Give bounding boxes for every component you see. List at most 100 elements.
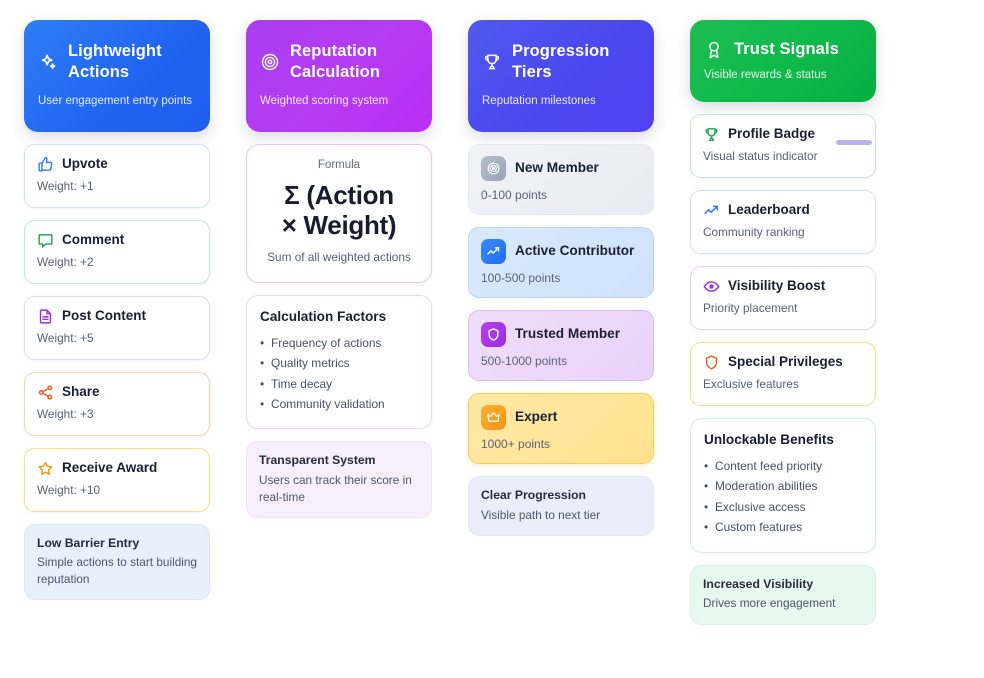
list-item: Custom features xyxy=(704,517,862,538)
list-item: Frequency of actions xyxy=(260,333,418,354)
note-transparent-system: Transparent System Users can track their… xyxy=(246,441,432,518)
target-icon xyxy=(260,52,280,72)
note-title: Transparent System xyxy=(259,453,376,468)
trust-title: Profile Badge xyxy=(728,126,816,142)
tier-points: 100-500 points xyxy=(481,271,561,285)
factors-list: Frequency of actions Quality metrics Tim… xyxy=(260,333,418,415)
header-title: Trust Signals xyxy=(734,40,839,59)
action-title: Comment xyxy=(62,231,125,247)
action-weight: Weight: +10 xyxy=(37,482,101,497)
note-subtitle: Users can track their score in real-time xyxy=(259,473,412,504)
list-item: Moderation abilities xyxy=(704,476,862,497)
sparkles-icon xyxy=(38,52,58,72)
eye-icon xyxy=(703,278,720,295)
trust-subtitle: Priority placement xyxy=(703,300,798,315)
trust-card-visibility-boost[interactable]: Visibility Boost Priority placement xyxy=(690,265,876,330)
thumbs-up-icon xyxy=(37,156,54,173)
trophy-icon xyxy=(703,126,720,143)
list-item: Exclusive access xyxy=(704,497,862,518)
note-increased-visibility: Increased Visibility Drives more engagem… xyxy=(690,564,876,625)
note-title: Clear Progression xyxy=(481,488,586,502)
column-progression-tiers: Progression Tiers Reputation milestones … xyxy=(468,20,654,537)
formula-line-2: × Weight) xyxy=(281,210,397,241)
action-card-share[interactable]: Share Weight: +3 xyxy=(24,371,210,436)
header-subtitle: Reputation milestones xyxy=(482,94,596,107)
trophy-icon xyxy=(482,52,502,72)
note-subtitle: Simple actions to start building reputat… xyxy=(37,555,197,586)
trust-card-leaderboard[interactable]: Leaderboard Community ranking xyxy=(690,189,876,254)
tier-title: Active Contributor xyxy=(515,243,635,259)
action-card-receive-award[interactable]: Receive Award Weight: +10 xyxy=(24,447,210,512)
note-subtitle: Drives more engagement xyxy=(703,596,836,611)
list-heading: Unlockable Benefits xyxy=(704,431,834,447)
tier-card-active-contributor[interactable]: Active Contributor 100-500 points xyxy=(468,227,654,298)
target-icon xyxy=(481,156,506,181)
header-title: Progression Tiers xyxy=(512,41,610,82)
header-subtitle: User engagement entry points xyxy=(38,94,193,107)
column-reputation-calculation: Reputation Calculation Weighted scoring … xyxy=(246,20,432,518)
formula-footer: Sum of all weighted actions xyxy=(267,250,411,265)
action-card-upvote[interactable]: Upvote Weight: +1 xyxy=(24,144,210,208)
header-subtitle: Visible rewards & status xyxy=(704,68,827,81)
shield-icon xyxy=(481,322,506,347)
trust-card-special-privileges[interactable]: Special Privileges Exclusive features xyxy=(690,341,876,406)
action-title: Upvote xyxy=(62,156,108,172)
action-weight: Weight: +2 xyxy=(37,254,94,269)
note-subtitle: Visible path to next tier xyxy=(481,507,601,522)
formula-line-1: Σ (Action xyxy=(284,180,394,210)
tier-card-expert[interactable]: Expert 1000+ points xyxy=(468,393,654,464)
action-card-comment[interactable]: Comment Weight: +2 xyxy=(24,219,210,284)
award-ribbon-icon xyxy=(704,40,724,60)
note-title: Increased Visibility xyxy=(703,576,814,591)
header-card-reputation-calculation: Reputation Calculation Weighted scoring … xyxy=(246,20,432,132)
list-item: Time decay xyxy=(260,374,418,395)
tier-card-new-member[interactable]: New Member 0-100 points xyxy=(468,144,654,215)
trust-subtitle: Exclusive features xyxy=(703,376,799,391)
list-item: Community validation xyxy=(260,394,418,415)
action-card-post-content[interactable]: Post Content Weight: +5 xyxy=(24,295,210,360)
action-title: Share xyxy=(62,383,100,399)
header-title: Reputation Calculation xyxy=(290,41,381,82)
trust-title: Leaderboard xyxy=(728,201,810,217)
comment-icon xyxy=(37,232,54,249)
share-icon xyxy=(37,384,54,401)
crown-icon xyxy=(481,405,506,430)
trust-subtitle: Visual status indicator xyxy=(703,149,818,163)
tier-title: New Member xyxy=(515,160,599,176)
trust-subtitle: Community ranking xyxy=(703,224,805,239)
note-clear-progression: Clear Progression Visible path to next t… xyxy=(468,476,654,537)
scroll-indicator[interactable] xyxy=(836,140,872,145)
header-card-progression-tiers: Progression Tiers Reputation milestones xyxy=(468,20,654,132)
calculation-factors-card: Calculation Factors Frequency of actions… xyxy=(246,294,432,430)
column-trust-signals: Trust Signals Visible rewards & status P… xyxy=(690,20,876,625)
action-title: Receive Award xyxy=(62,459,158,475)
formula-label: Formula xyxy=(317,159,361,171)
formula-expression: Σ (Action × Weight) xyxy=(259,180,419,240)
benefits-list: Content feed priority Moderation abiliti… xyxy=(704,456,862,538)
trust-card-profile-badge[interactable]: Profile Badge Visual status indicator xyxy=(690,114,876,178)
trust-title: Visibility Boost xyxy=(728,277,826,293)
shield-icon xyxy=(703,354,720,371)
header-subtitle: Weighted scoring system xyxy=(260,94,389,107)
list-heading: Calculation Factors xyxy=(260,308,387,324)
header-title: Lightweight Actions xyxy=(68,41,162,82)
action-weight: Weight: +3 xyxy=(37,406,94,421)
trend-up-icon xyxy=(703,202,720,219)
tier-card-trusted-member[interactable]: Trusted Member 500-1000 points xyxy=(468,310,654,381)
action-title: Post Content xyxy=(62,307,146,323)
header-card-trust-signals: Trust Signals Visible rewards & status xyxy=(690,20,876,102)
note-title: Low Barrier Entry xyxy=(37,535,140,550)
list-item: Quality metrics xyxy=(260,353,418,374)
tier-points: 0-100 points xyxy=(481,188,548,202)
document-icon xyxy=(37,308,54,325)
trend-up-icon xyxy=(481,239,506,264)
trust-title: Special Privileges xyxy=(728,353,843,369)
list-item: Content feed priority xyxy=(704,456,862,477)
note-low-barrier-entry: Low Barrier Entry Simple actions to star… xyxy=(24,523,210,600)
tier-points: 1000+ points xyxy=(481,437,551,451)
action-weight: Weight: +5 xyxy=(37,330,94,345)
tier-title: Expert xyxy=(515,409,558,425)
column-lightweight-actions: Lightweight Actions User engagement entr… xyxy=(24,20,210,600)
tier-title: Trusted Member xyxy=(515,326,620,342)
